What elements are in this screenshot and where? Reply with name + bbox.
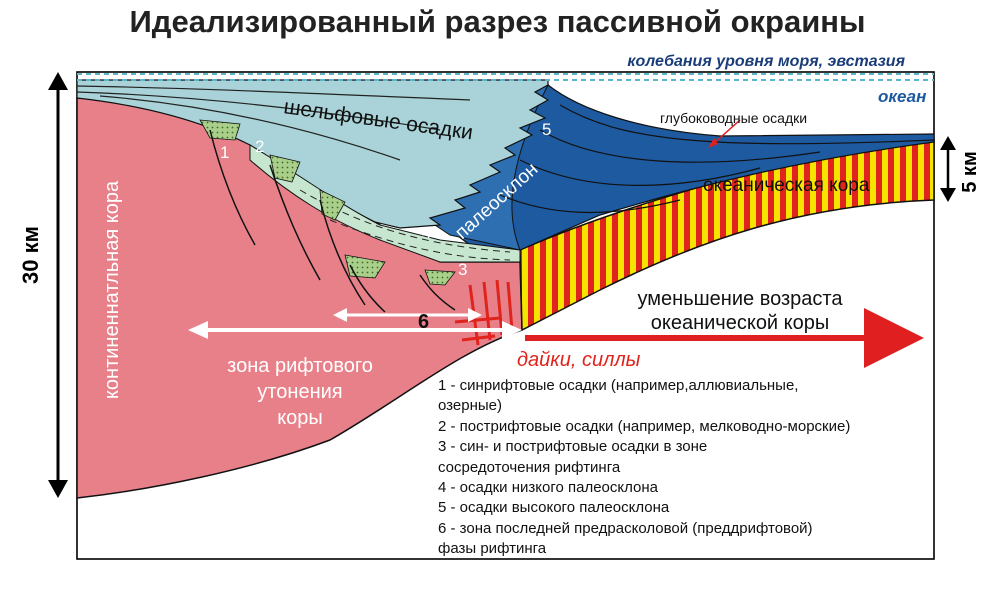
legend-line: сосредоточения рифтинга: [438, 458, 621, 476]
zone-number-6: 6: [418, 311, 429, 333]
scale-5km-label: 5 км: [959, 151, 981, 192]
zone6-arrow: [188, 308, 522, 339]
rift-zone-label-1: зона рифтового: [227, 355, 373, 377]
deep-sediment-pointer: [711, 119, 741, 146]
zone-number-1: 1: [220, 143, 229, 162]
legend-line: 3 - син- и пострифтовые осадки в зоне: [438, 438, 708, 456]
zone-number-2: 2: [255, 137, 264, 156]
legend-line: 6 - зона последней предрасколовой (предд…: [438, 519, 813, 537]
low-paleoslope-dash: [329, 219, 511, 261]
zone-number-5: 5: [542, 120, 551, 139]
synrift-pocket: [269, 154, 301, 183]
synrift-pocket: [424, 269, 456, 286]
zone-number-4: 4: [422, 223, 431, 242]
synrift-pocket: [199, 119, 241, 141]
shelf-layer-line: [76, 91, 441, 131]
shelf-layer-line: [99, 95, 401, 161]
oceanic-crust-label: океаническая кора: [703, 175, 870, 196]
legend-line: 1 - синрифтовые осадки (например,аллювиа…: [438, 377, 799, 394]
deep-layer-line: [559, 104, 935, 145]
shelf-layer-line: [76, 85, 471, 101]
rift-fault: [269, 164, 321, 281]
legend: 1 - синрифтовые осадки (например,аллювиа…: [438, 376, 958, 560]
age-decrease-label-2: океанической коры: [651, 312, 830, 334]
rift-fault: [419, 274, 456, 311]
deep-ocean-sediments: [449, 84, 935, 251]
rift-zone-label-2: утонения: [257, 381, 342, 403]
dikes-label: дайки, силлы: [517, 349, 641, 371]
continental-crust-label: континеннатльная кора: [101, 180, 123, 399]
rift-fault: [209, 129, 256, 246]
sea-level-label: колебания уровня моря, эвстазия: [627, 53, 905, 70]
rift-zone-label-3: коры: [277, 407, 323, 429]
rift-fault: [349, 264, 386, 313]
zone-number-3: 3: [458, 260, 467, 279]
oceanic-crust: [519, 139, 935, 332]
diagram-title: Идеализированный разрез пассивной окраин…: [129, 4, 866, 39]
deep-layer-line: [519, 159, 761, 186]
rift-fault: [319, 199, 366, 306]
legend-line: фазы рифтинга: [438, 540, 547, 558]
legend-line: озерные): [438, 397, 502, 415]
ocean-label: океан: [878, 87, 926, 106]
legend-line: 2 - пострифтовые осадки (например, мелко…: [438, 417, 851, 435]
scale-30km: [48, 72, 68, 498]
scale-30km-label: 30 км: [18, 226, 43, 284]
legend-line: 5 - осадки высокого палеосклона: [438, 499, 670, 517]
deep-sediments-label: глубоководные осадки: [660, 110, 807, 126]
deep-layer-line: [499, 194, 681, 214]
legend-line: 4 - осадки низкого палеосклона: [438, 479, 659, 497]
deep-layer-line: [539, 129, 821, 163]
synrift-pocket: [344, 254, 386, 279]
age-decrease-label-1: уменьшение возраста: [638, 288, 844, 310]
scale-5km: [940, 136, 956, 202]
